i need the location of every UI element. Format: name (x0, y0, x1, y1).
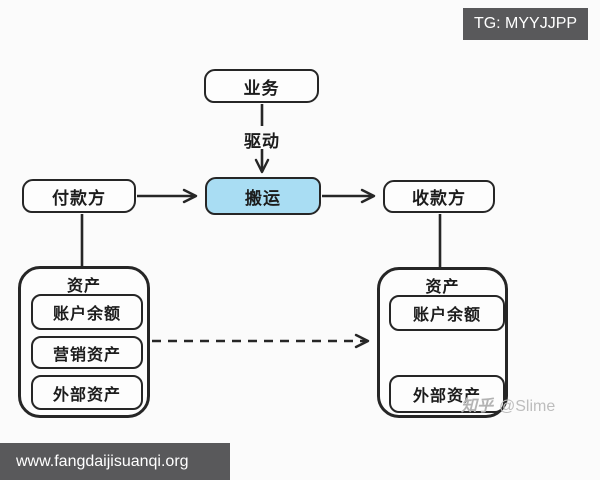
tg-badge: TG: MYYJJPP (463, 8, 588, 40)
node-business: 业务 (204, 69, 319, 103)
asset-item-marketing-assets: 营销资产 (31, 336, 143, 369)
group-payer-assets-title: 资产 (66, 278, 101, 295)
zhihu-watermark: 知乎 @Slime (461, 392, 555, 416)
asset-item-account-balance: 账户余额 (389, 295, 505, 331)
asset-item-external-assets: 外部资产 (389, 375, 505, 413)
watermark-brand: 知乎 (461, 398, 494, 415)
site-url-label: www.fangdaijisuanqi.org (16, 452, 189, 470)
watermark-handle: @Slime (499, 398, 556, 415)
group-payer-assets: 资产 账户余额 营销资产 外部资产 (18, 266, 150, 418)
node-payer: 付款方 (22, 179, 136, 213)
site-url-badge: www.fangdaijisuanqi.org (0, 443, 230, 480)
asset-item-account-balance: 账户余额 (31, 294, 143, 330)
group-payee-assets-title: 资产 (425, 279, 460, 296)
edge-label-drive: 驱动 (244, 132, 280, 151)
tg-badge-label: TG: MYYJJPP (473, 15, 578, 32)
node-payee: 收款方 (383, 180, 495, 213)
node-carrier: 搬运 (205, 177, 321, 215)
group-payee-assets: 资产 账户余额 外部资产 (377, 267, 508, 418)
asset-item-external-assets: 外部资产 (31, 375, 143, 410)
